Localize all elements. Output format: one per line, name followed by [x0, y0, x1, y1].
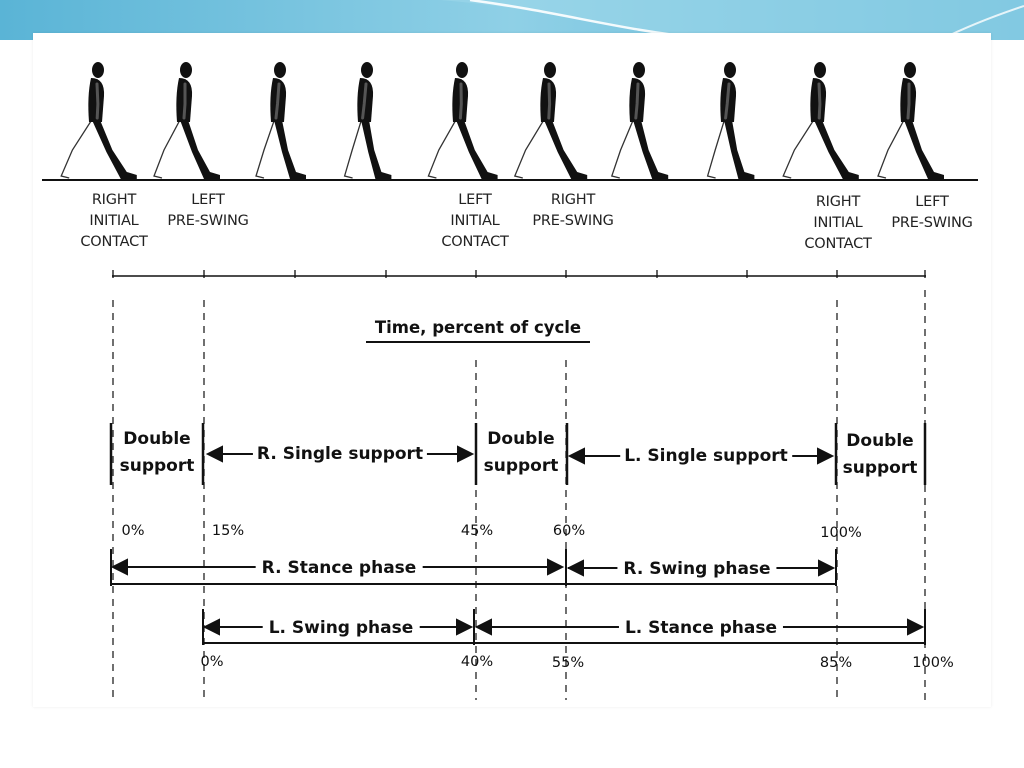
event-dashed-lines: [112, 290, 926, 700]
walking-figure-icon: [343, 62, 392, 179]
walking-figure-icon: [782, 62, 859, 179]
pct-top-45: 45%: [460, 523, 494, 539]
l-single-support-label: L. Single support: [620, 446, 792, 466]
pct-bottom-100: 100%: [912, 655, 954, 671]
support-boundaries: [109, 423, 927, 485]
pct-top-100: 100%: [820, 525, 862, 541]
pct-bottom-55: 55%: [551, 655, 585, 671]
pct-bottom-40: 40%: [460, 654, 494, 670]
time-header: Time, percent of cycle: [366, 318, 590, 343]
walking-figure-icon: [255, 62, 306, 179]
pct-bottom-85: 85%: [819, 655, 853, 671]
walking-figure-icon: [60, 62, 137, 179]
walking-figure-icon: [153, 62, 220, 179]
walking-figures-row: [60, 62, 944, 179]
pct-bottom-0: 0%: [200, 654, 224, 670]
pct-top-60: 60%: [552, 523, 586, 539]
pct-top-15: 15%: [211, 523, 245, 539]
walking-figure-icon: [877, 62, 944, 179]
walking-figure-icon: [513, 62, 588, 179]
walking-figure-icon: [427, 62, 498, 179]
time-ruler-ticks: [112, 270, 926, 278]
r-single-support-label: R. Single support: [252, 444, 428, 464]
l-stance-phase-label: L. Stance phase: [618, 618, 784, 638]
pct-top-0: 0%: [121, 523, 145, 539]
walking-figure-icon: [610, 62, 669, 179]
walking-figure-icon: [706, 62, 755, 179]
r-swing-phase-label: R. Swing phase: [617, 559, 777, 579]
l-swing-phase-label: L. Swing phase: [262, 618, 420, 638]
r-stance-phase-label: R. Stance phase: [255, 558, 423, 578]
